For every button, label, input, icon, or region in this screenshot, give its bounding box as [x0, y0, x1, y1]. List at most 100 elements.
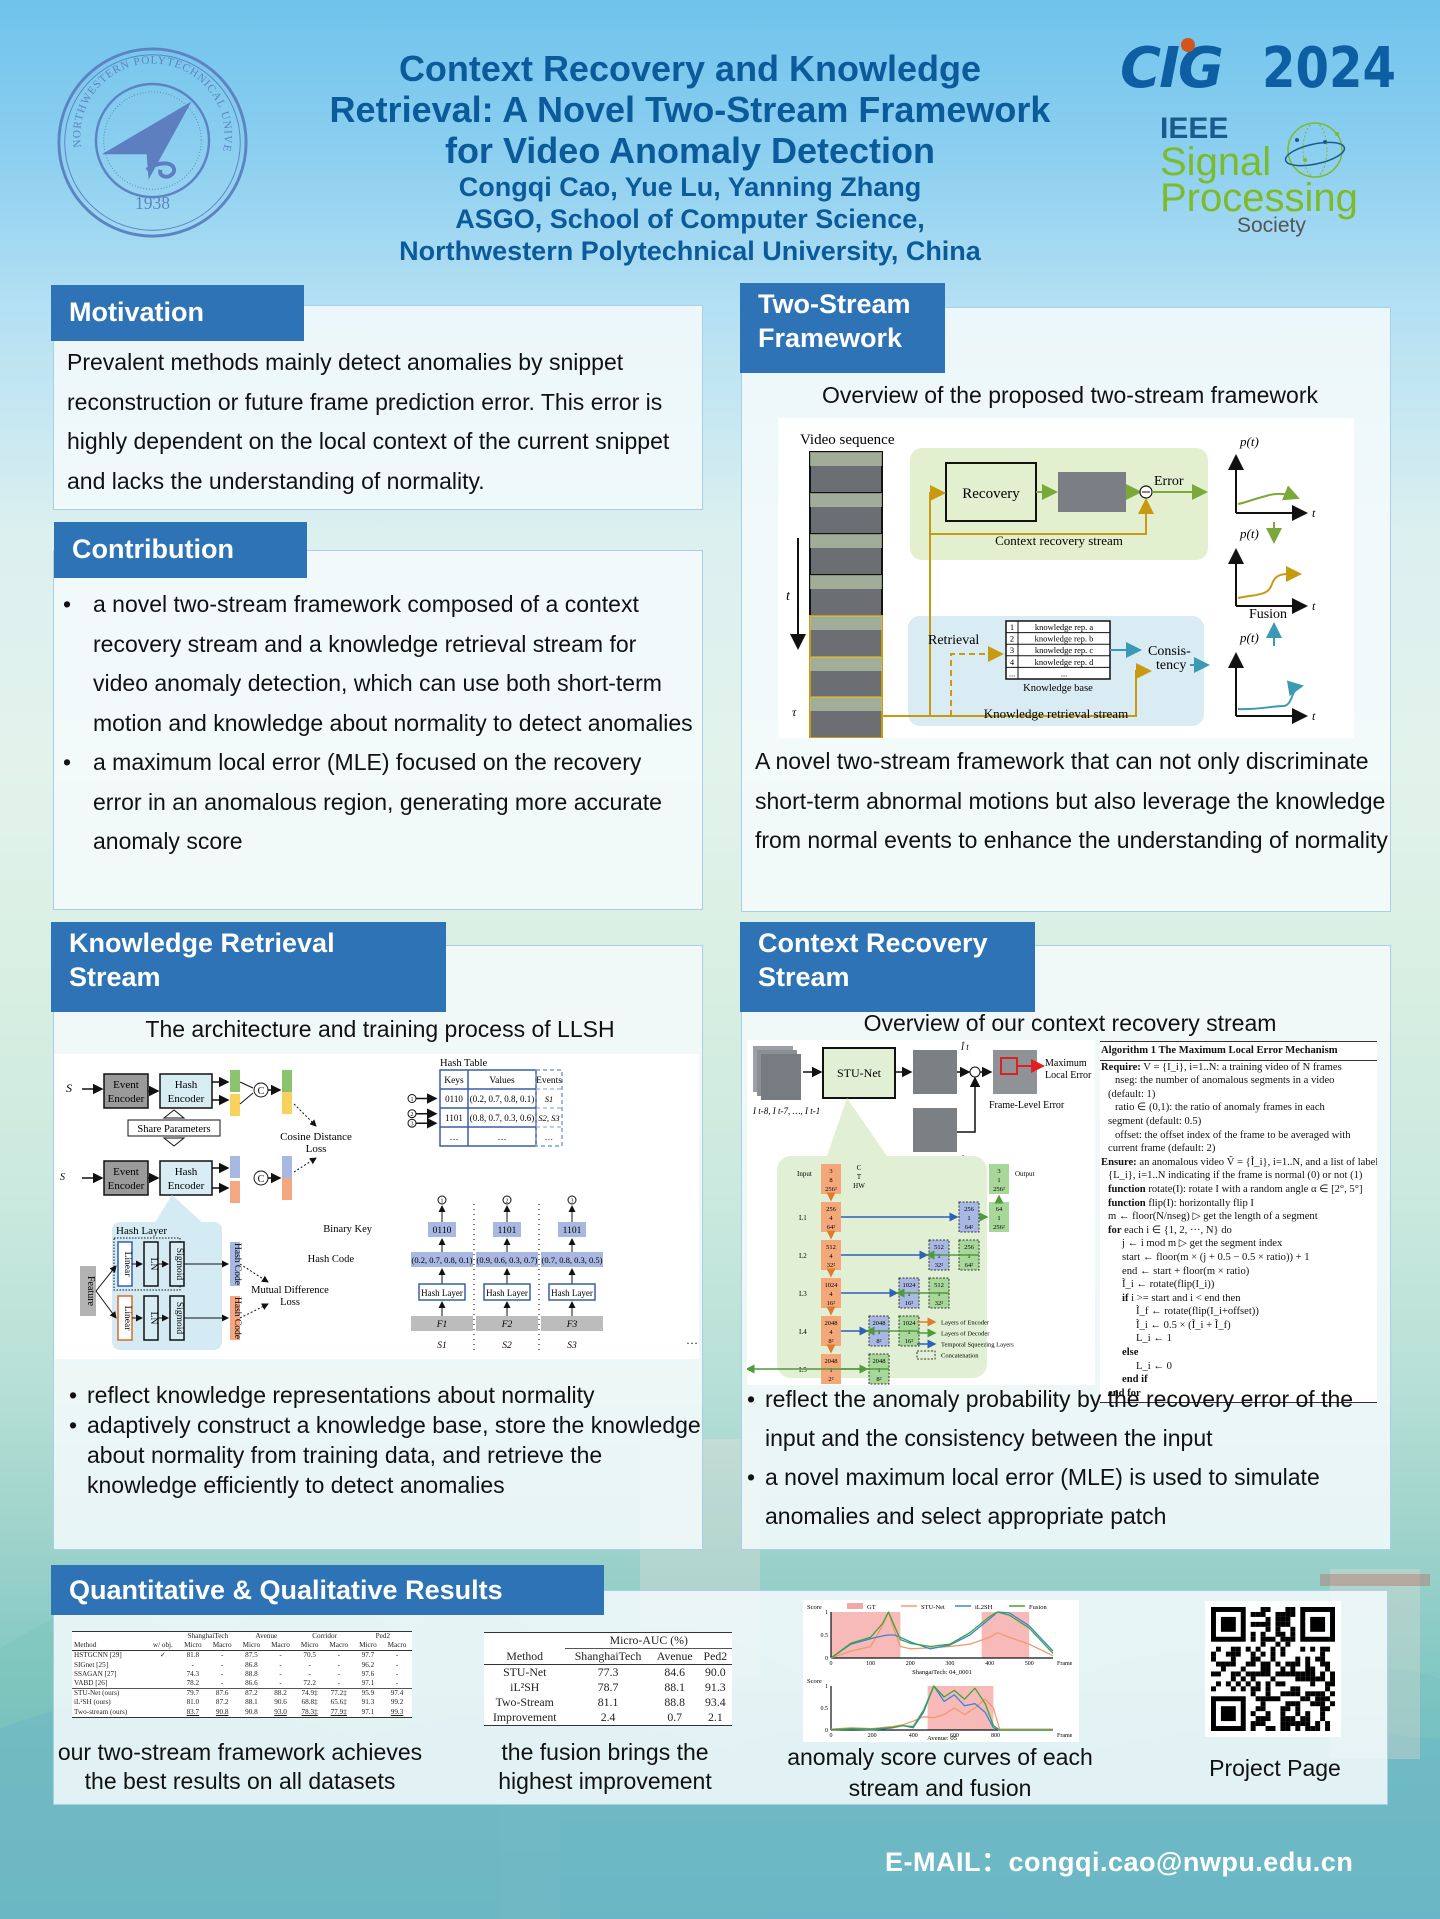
retrieval-label: Retrieval: [928, 633, 979, 648]
context-bullets: reflect the anomaly probability by the r…: [745, 1380, 1390, 1536]
event-encoder-label: Event: [113, 1166, 139, 1178]
context-stream-label: Context recovery stream: [995, 533, 1123, 548]
project-qr-code[interactable]: [1205, 1601, 1341, 1737]
hash-encoder-label: Encoder: [168, 1093, 205, 1105]
layer-label: L2: [799, 1252, 807, 1260]
algorithm-line: Ensure: an anomalous video Ṽ = {Ĩ_i}, i=…: [1101, 1156, 1377, 1168]
mutual-loss-label: Loss: [280, 1297, 300, 1308]
linear-label: Linear: [122, 1252, 132, 1278]
x-tick-label: 0: [830, 1661, 833, 1667]
signal-text: Signal: [1160, 140, 1272, 184]
decoder-block: [989, 1202, 1009, 1232]
two-stream-title-line-1: Two-Stream: [758, 289, 911, 319]
mutual-loss-label: Mutual Difference: [251, 1285, 329, 1296]
column-header: ShanghaiTech: [574, 1649, 642, 1663]
column-header: Macro: [212, 1641, 232, 1650]
encoder-block: [821, 1278, 841, 1308]
svg-text:C: C: [857, 1164, 862, 1172]
hash-code-row-label: Hash Code: [308, 1254, 355, 1265]
ellipsis: …: [686, 1333, 698, 1347]
time-axis-label: t: [786, 589, 791, 604]
hash-layer-title: Hash Layer: [116, 1225, 167, 1237]
y-tick-label: 1: [825, 1610, 828, 1616]
svg-text:64²: 64²: [965, 1224, 974, 1231]
two-stream-figure-caption: Overview of the proposed two-stream fram…: [822, 382, 1318, 408]
context-title-line-2: Stream: [758, 962, 850, 992]
processing-text: Processing: [1160, 176, 1358, 220]
column-header: Micro: [300, 1641, 319, 1650]
segment-st-dt-label: S: [60, 1172, 65, 1183]
svg-text:8²: 8²: [828, 1338, 833, 1345]
svg-text:1024: 1024: [825, 1282, 839, 1289]
svg-text:1: 1: [907, 1329, 910, 1336]
score-plot-fusion: p(t) t Fusion: [1228, 526, 1316, 622]
pt-label: p(t): [1239, 434, 1259, 449]
svg-text:16²: 16²: [905, 1300, 914, 1307]
t-axis-label: t: [1312, 709, 1316, 723]
feature-label: F3: [566, 1320, 578, 1330]
svg-text:256: 256: [964, 1206, 975, 1213]
university-seal-logo: NORTHWESTERN POLYTECHNICAL UNIVERSITY 19…: [55, 45, 248, 238]
svg-text:4: 4: [829, 1253, 833, 1260]
ieee-text: IEEE: [1160, 112, 1229, 145]
knowledge-row-text: knowledge rep. a: [1035, 622, 1094, 632]
ground-truth-frame-thumbnail: [913, 1108, 957, 1152]
email-address[interactable]: congqi.cao@nwpu.edu.cn: [1008, 1847, 1354, 1877]
algorithm-line: end ← start + floor(m × ratio): [1122, 1265, 1250, 1277]
svg-text:2048: 2048: [873, 1358, 886, 1365]
y-tick-label: 1: [825, 1684, 828, 1690]
hash-table-header: Events: [536, 1076, 562, 1086]
algorithm-line: if i >= start and i < end then: [1122, 1292, 1241, 1304]
project-page-link[interactable]: Project Page: [1209, 1755, 1341, 1781]
event-encoder-label: Encoder: [108, 1093, 145, 1105]
svg-text:32²: 32²: [827, 1262, 836, 1269]
svg-text:4: 4: [829, 1215, 833, 1222]
svg-text:64²: 64²: [827, 1224, 836, 1231]
event-encoder-label: Encoder: [108, 1180, 145, 1192]
svg-text:256: 256: [826, 1206, 837, 1213]
consistency-label: Consis-: [1148, 644, 1191, 659]
chart-title: Avenue: 05: [927, 1735, 957, 1742]
encoder-block: [821, 1316, 841, 1346]
table2-caption: the fusion brings the highest improvemen…: [498, 1739, 712, 1794]
svg-text:64: 64: [996, 1206, 1003, 1213]
knowledge-title-line-1: Knowledge Retrieval: [69, 928, 335, 958]
column-header: Method: [506, 1648, 544, 1663]
input-label: Input: [797, 1170, 812, 1178]
binary-key-label: Binary Key: [323, 1224, 372, 1235]
algorithm-line: for each i ∈ {1, 2, ···, N} do: [1108, 1224, 1232, 1236]
poster-title-line-2: Retrieval: A Novel Two-Stream Framework: [329, 89, 1051, 130]
email-label: E-MAIL：: [885, 1847, 1009, 1877]
recovered-frame-thumbnail: [1058, 472, 1126, 512]
output-label: Output: [1015, 1170, 1035, 1178]
svg-text:256²: 256²: [993, 1186, 1005, 1193]
binary-key: 1101: [498, 1226, 517, 1236]
context-bullet: a novel maximum local error (MLE) is use…: [745, 1458, 1390, 1536]
llsh-architecture-diagram: S Event Encoder Hash Encoder C Cosine Di…: [54, 1054, 699, 1359]
linear-label: Linear: [122, 1306, 132, 1332]
score-plot-knowledge: p(t) t: [1228, 630, 1316, 724]
svg-text:3: 3: [571, 1199, 574, 1205]
contact-email[interactable]: E-MAIL：congqi.cao@nwpu.edu.cn: [885, 1840, 1353, 1879]
encoder-block: [821, 1202, 841, 1232]
encoder-block: [821, 1240, 841, 1270]
x-tick-label: 300: [945, 1661, 954, 1667]
hash-table-title: Hash Table: [440, 1058, 488, 1069]
legend-label: iL2SH: [975, 1604, 993, 1611]
input-frames-label: I t-8, I t-7, …, I t-1: [752, 1106, 820, 1116]
authors: Congqi Cao, Yue Lu, Yanning Zhang: [458, 172, 922, 202]
feature-label: F1: [436, 1320, 448, 1330]
dataset-group-header: Avenue: [255, 1632, 278, 1640]
svg-text:64²: 64²: [965, 1262, 974, 1269]
column-header: Avenue: [656, 1649, 693, 1663]
svg-text:1: 1: [937, 1291, 940, 1298]
context-recovery-diagram: I t-8, I t-7, …, I t-1 STU-Net Î t I t M…: [747, 1040, 1095, 1385]
segment-label: S3: [567, 1341, 577, 1351]
svg-text:3: 3: [997, 1168, 1000, 1175]
stu-net-label: STU-Net: [837, 1066, 882, 1080]
column-header: Micro: [359, 1641, 377, 1650]
